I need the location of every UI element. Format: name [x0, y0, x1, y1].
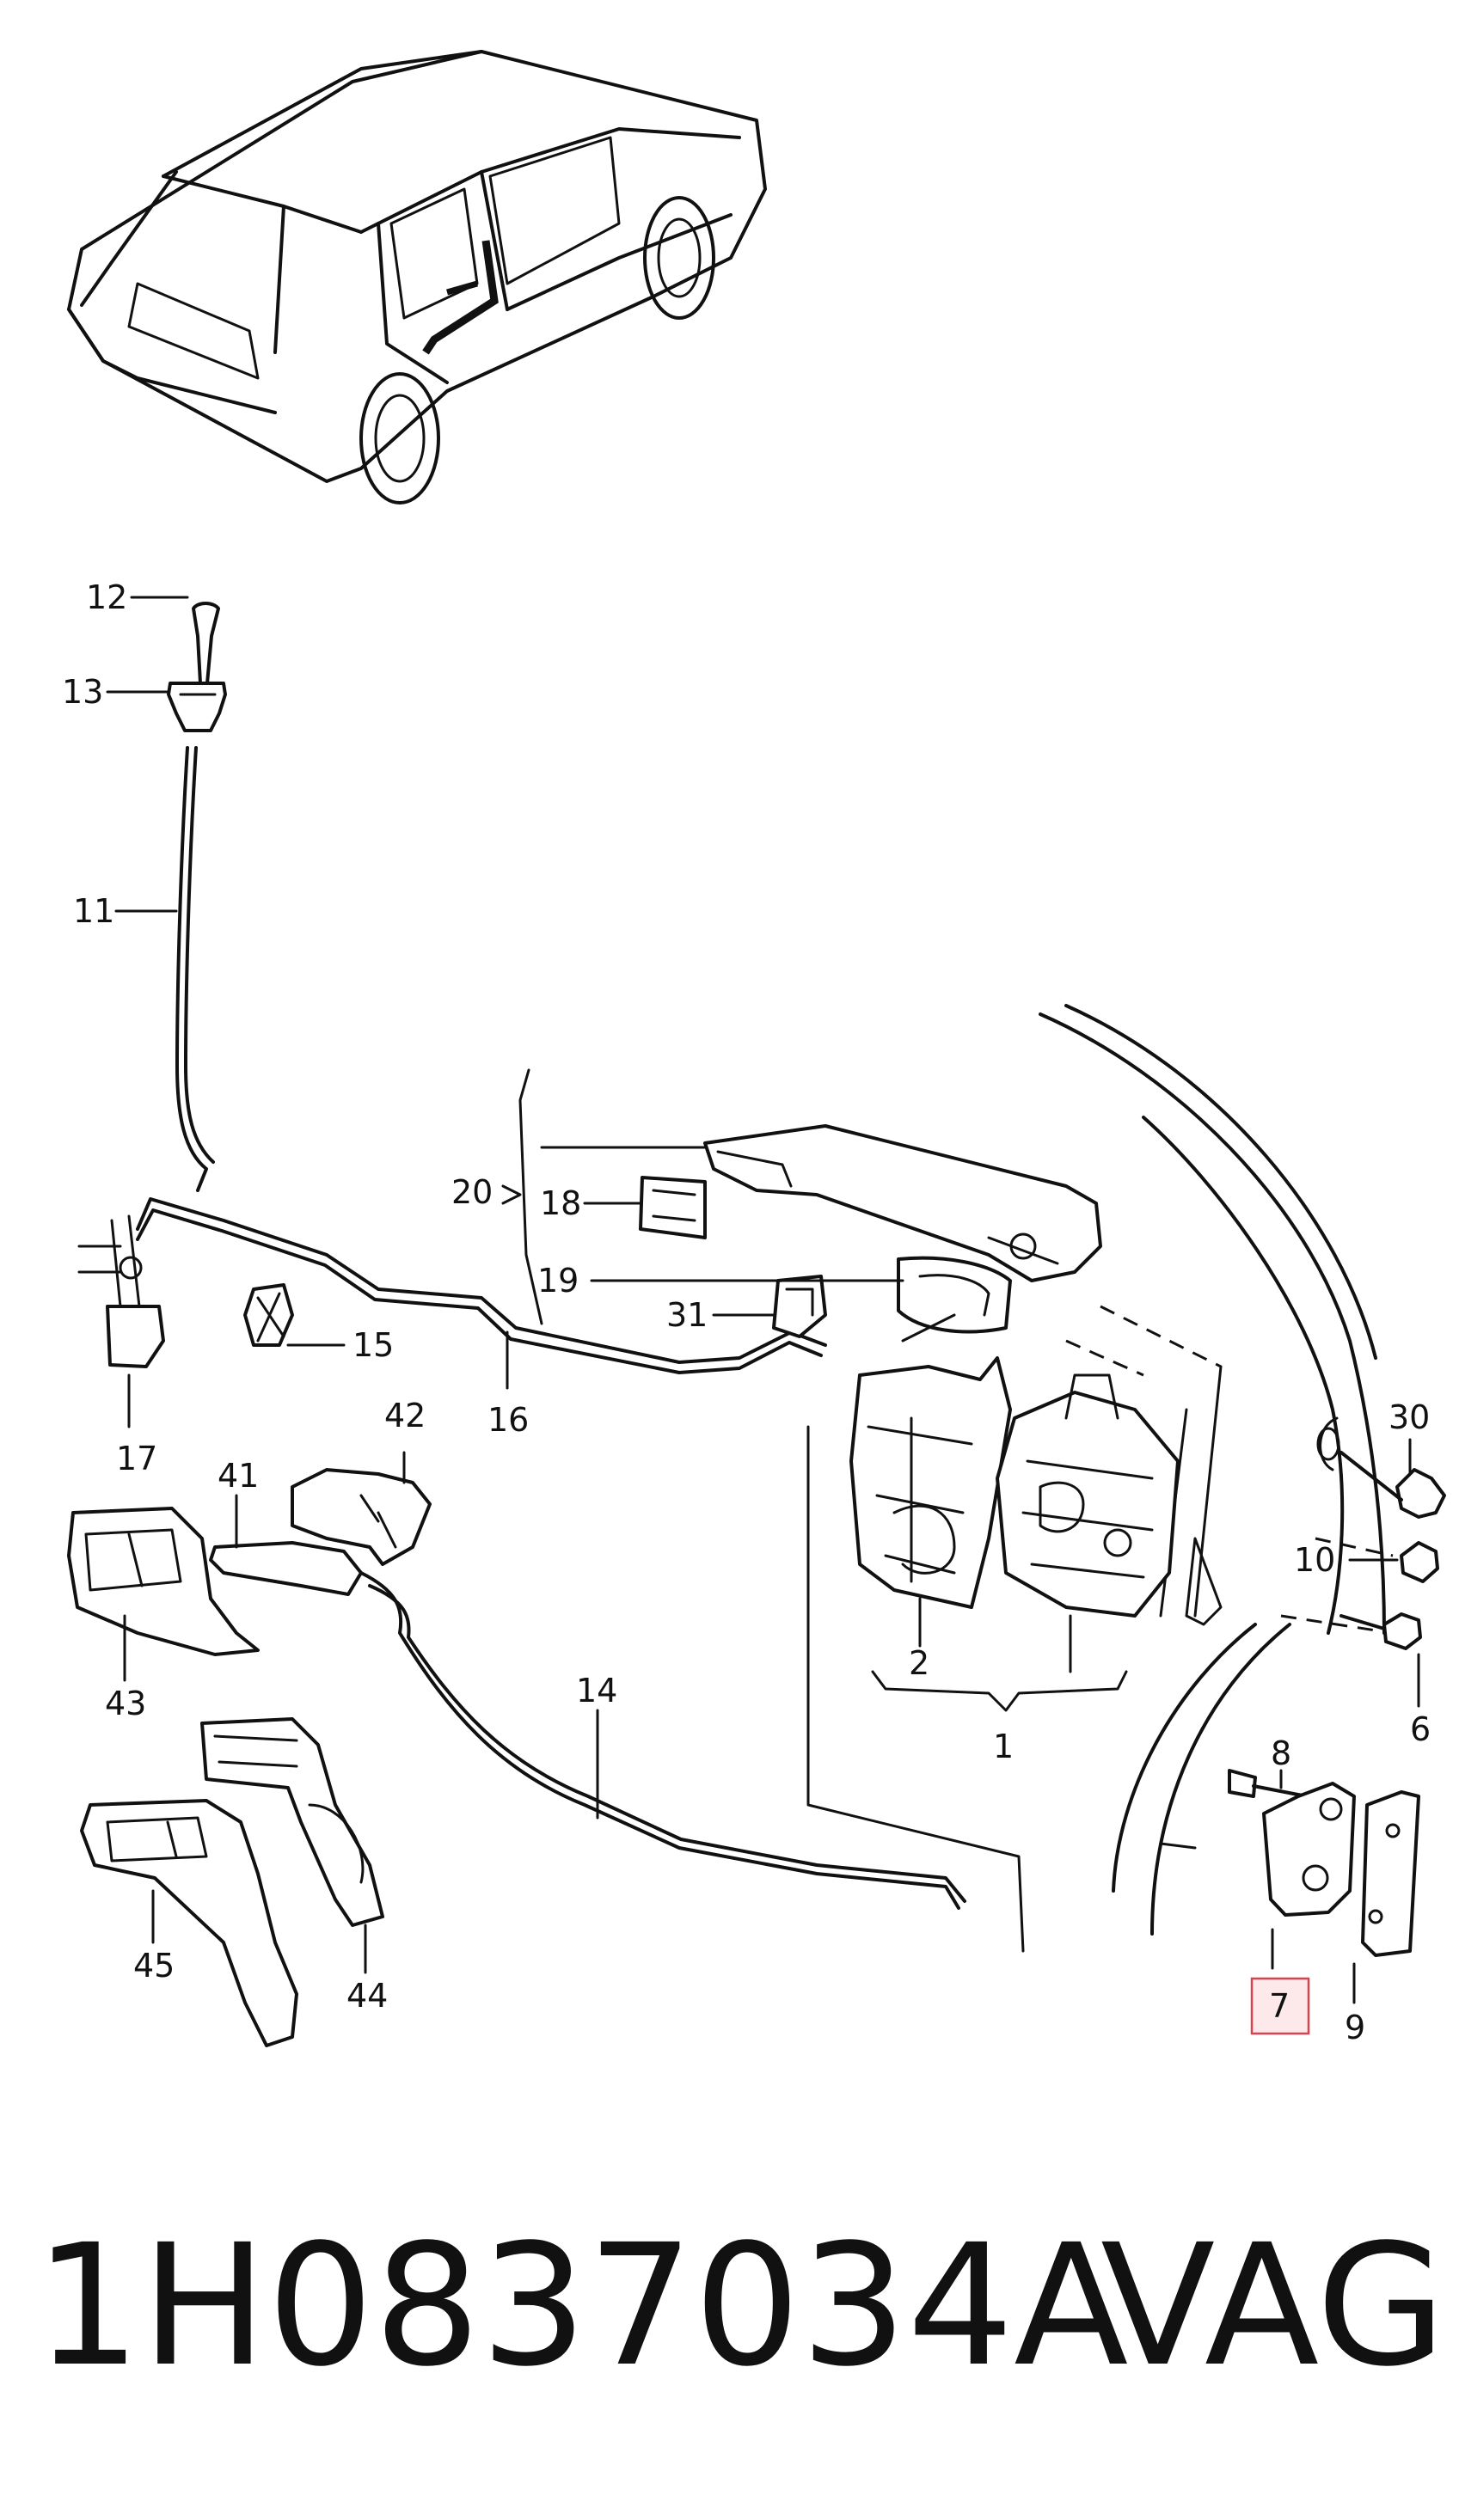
label-45: 45 [133, 1947, 175, 1985]
highlight-box-part-7 [1250, 1977, 1310, 2035]
part-12-lock-knob [192, 602, 220, 685]
label-10: 10 [1294, 1541, 1335, 1579]
label-11: 11 [73, 892, 114, 930]
label-41: 41 [218, 1457, 259, 1495]
label-17: 17 [116, 1440, 157, 1477]
part-41-inner-handle [209, 1541, 363, 1596]
part-8-screw [1228, 1769, 1309, 1798]
part-9-striker-plate [1361, 1790, 1420, 1957]
part-20-outer-handle [703, 1124, 1102, 1282]
label-2: 2 [909, 1644, 929, 1682]
part-15-clip [243, 1283, 294, 1347]
label-7: 7 [1269, 1987, 1290, 2025]
label-12: 12 [86, 578, 127, 616]
part-13-grommet [167, 682, 227, 732]
part-11-lock-rod [175, 746, 215, 1192]
part-14-release-rod [359, 1571, 966, 1910]
part-30-bolt [1339, 1451, 1446, 1519]
part-18-gasket [639, 1176, 707, 1239]
bracket-1 [806, 1425, 1025, 1953]
label-13: 13 [62, 673, 103, 711]
part-17-lock-bracket [77, 1214, 165, 1368]
part-10-nut [1400, 1541, 1439, 1583]
part-1-door-lock [996, 1373, 1180, 1618]
label-30: 30 [1389, 1398, 1430, 1436]
label-20: 20 [451, 1173, 493, 1211]
bracket-20 [518, 1068, 543, 1325]
label-19: 19 [537, 1262, 579, 1300]
door-panel-outline [1039, 1004, 1386, 1936]
bracket-20-tick [501, 1184, 522, 1205]
part-19-handle-gasket [897, 1256, 1012, 1343]
brace-1 [871, 1670, 1128, 1712]
part-44-handle-housing [200, 1717, 384, 1927]
part-6-bolt [1339, 1612, 1422, 1650]
part-7-striker [1262, 1782, 1356, 1917]
label-15: 15 [352, 1326, 394, 1364]
label-44: 44 [346, 1977, 388, 2015]
label-16: 16 [487, 1401, 529, 1439]
label-43: 43 [105, 1685, 146, 1722]
part-45-handle-trim [80, 1799, 298, 2047]
footer-part-number: 1H0837034A [34, 2208, 1129, 2403]
label-6: 6 [1410, 1710, 1431, 1748]
label-14: 14 [576, 1672, 617, 1710]
label-42: 42 [384, 1397, 426, 1434]
label-9: 9 [1345, 2009, 1365, 2046]
footer-brand: VAG [1100, 2208, 1446, 2403]
label-8: 8 [1271, 1734, 1291, 1772]
part-16-connecting-rod [136, 1197, 827, 1374]
label-18: 18 [540, 1184, 581, 1222]
label-1: 1 [993, 1728, 1014, 1765]
part-31-clip [772, 1275, 827, 1338]
part-43-handle-trim [67, 1507, 260, 1656]
car-illustration [67, 50, 767, 505]
label-31: 31 [666, 1296, 708, 1334]
part-42-handle-bracket [291, 1468, 432, 1566]
part-2-lock-actuator [849, 1356, 1012, 1609]
